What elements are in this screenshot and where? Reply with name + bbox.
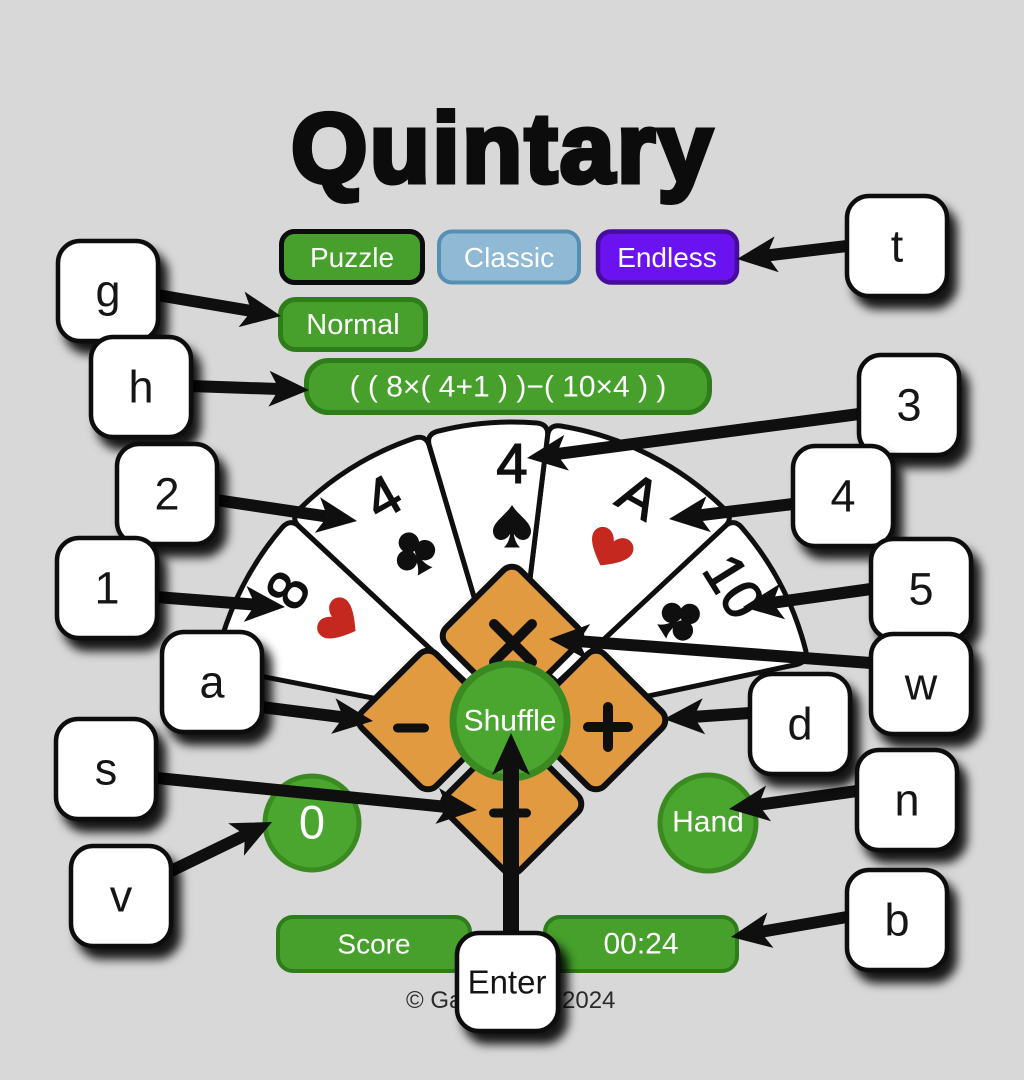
svg-text:d: d: [787, 699, 812, 750]
svg-text:4: 4: [496, 432, 527, 495]
svg-text:g: g: [95, 266, 120, 317]
svg-text:Hand: Hand: [672, 806, 744, 839]
svg-text:3: 3: [896, 380, 921, 431]
svg-text:2024: 2024: [562, 987, 615, 1014]
svg-text:v: v: [110, 871, 133, 922]
svg-text:w: w: [904, 659, 938, 710]
svg-text:1: 1: [94, 563, 119, 614]
svg-text:Normal: Normal: [306, 309, 399, 341]
svg-text:s: s: [95, 744, 118, 795]
svg-text:2: 2: [154, 469, 179, 520]
svg-text:b: b: [884, 895, 909, 946]
svg-text:5: 5: [908, 564, 933, 615]
svg-text:a: a: [199, 657, 225, 708]
svg-text:0: 0: [299, 796, 325, 849]
svg-text:Endless: Endless: [617, 242, 717, 273]
svg-text:h: h: [128, 362, 153, 413]
svg-text:Quintary: Quintary: [291, 93, 715, 203]
svg-text:Puzzle: Puzzle: [310, 242, 394, 273]
svg-text:Classic: Classic: [464, 242, 554, 273]
svg-text:t: t: [891, 221, 904, 272]
svg-text:n: n: [894, 775, 919, 826]
svg-text:( ( 8×( 4+1 ) )−( 10×4 ) ): ( ( 8×( 4+1 ) )−( 10×4 ) ): [350, 371, 667, 404]
svg-text:Score: Score: [337, 929, 410, 960]
svg-text:4: 4: [830, 471, 855, 522]
svg-text:Shuffle: Shuffle: [464, 705, 557, 738]
svg-text:Enter: Enter: [468, 964, 547, 1001]
svg-text:00:24: 00:24: [603, 928, 678, 961]
